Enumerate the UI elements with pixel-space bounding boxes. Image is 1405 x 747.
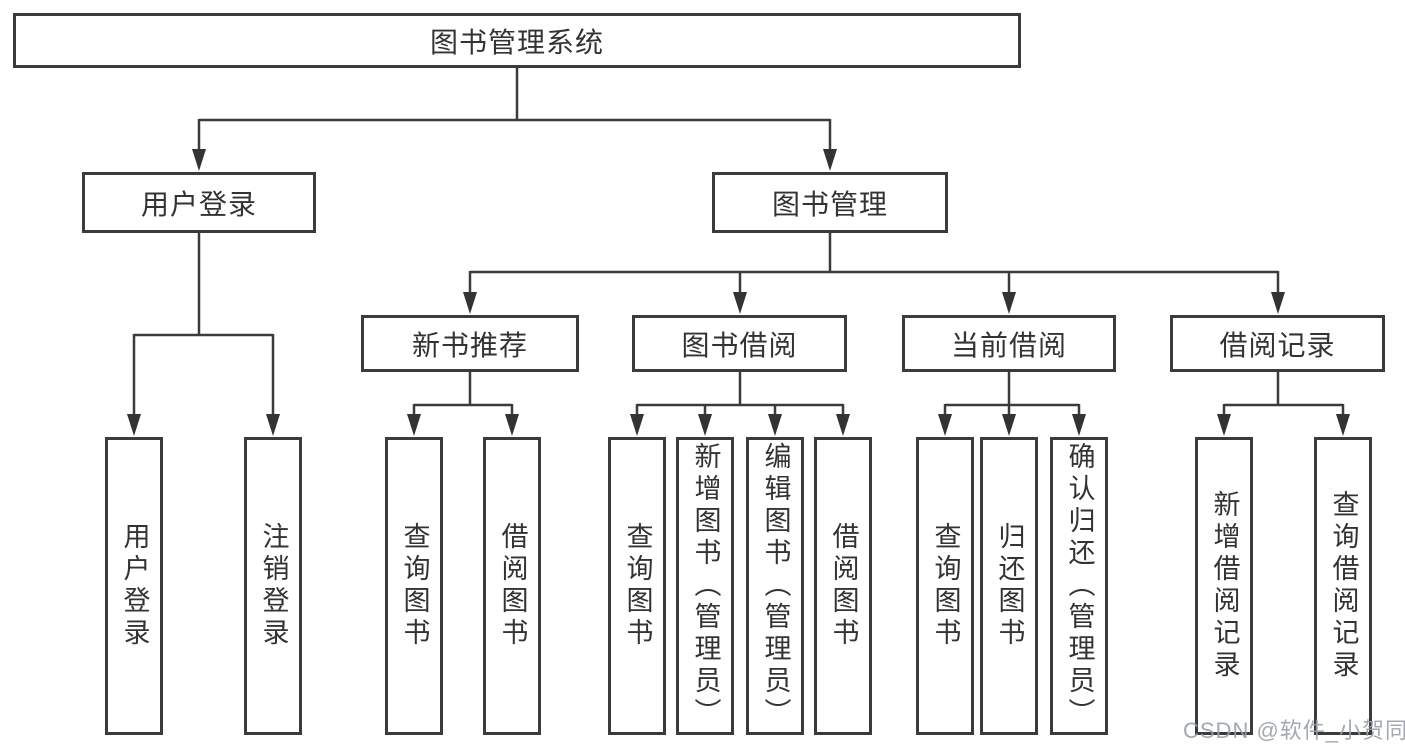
node-label: 当前借阅 <box>950 329 1067 361</box>
leaf-return-books: 归还图书 <box>980 437 1038 735</box>
node-book-borrow: 图书借阅 <box>632 315 847 372</box>
node-borrow-records: 借阅记录 <box>1170 315 1385 372</box>
node-label: 借阅图书 <box>828 522 859 650</box>
node-label: 借阅图书 <box>497 522 528 650</box>
node-current-borrow: 当前借阅 <box>902 315 1116 372</box>
node-label: 用户登录 <box>119 522 150 650</box>
node-label: 图书管理系统 <box>429 26 604 58</box>
node-label: 查询图书 <box>930 522 961 650</box>
node-label: 确认归还（管理员） <box>1064 442 1095 730</box>
leaf-confirm-return-admin: 确认归还（管理员） <box>1050 437 1108 735</box>
leaf-query-borrow-record: 查询借阅记录 <box>1314 437 1372 735</box>
node-label: 新书推荐 <box>411 329 528 361</box>
node-label: 查询借阅记录 <box>1328 490 1359 682</box>
leaf-logout: 注销登录 <box>244 437 302 735</box>
node-root-library-system: 图书管理系统 <box>13 13 1021 68</box>
leaf-borrow-books: 借阅图书 <box>814 437 872 735</box>
node-label: 图书管理 <box>771 188 888 220</box>
leaf-add-books-admin: 新增图书（管理员） <box>676 437 734 735</box>
node-label: 查询图书 <box>399 522 430 650</box>
node-label: 查询图书 <box>622 522 653 650</box>
csdn-watermark: CSDN @软件_小贺同学 <box>1183 718 1405 743</box>
leaf-add-borrow-record: 新增借阅记录 <box>1195 437 1253 735</box>
leaf-user-login: 用户登录 <box>105 437 163 735</box>
leaf-query-books-current: 查询图书 <box>916 437 974 735</box>
node-book-management: 图书管理 <box>712 172 948 233</box>
leaf-borrow-books-recommend: 借阅图书 <box>483 437 541 735</box>
node-label: 用户登录 <box>140 188 257 220</box>
node-label: 归还图书 <box>994 522 1025 650</box>
leaf-query-books-recommend: 查询图书 <box>385 437 443 735</box>
node-label: 注销登录 <box>258 522 289 650</box>
node-label: 新增借阅记录 <box>1209 490 1240 682</box>
node-new-book-recommend: 新书推荐 <box>361 315 579 372</box>
node-label: 借阅记录 <box>1219 329 1336 361</box>
leaf-query-books-borrow: 查询图书 <box>608 437 666 735</box>
node-label: 图书借阅 <box>681 329 798 361</box>
node-user-login: 用户登录 <box>82 172 316 233</box>
node-label: 编辑图书（管理员） <box>760 442 791 730</box>
leaf-edit-books-admin: 编辑图书（管理员） <box>746 437 804 735</box>
node-label: 新增图书（管理员） <box>690 442 721 730</box>
